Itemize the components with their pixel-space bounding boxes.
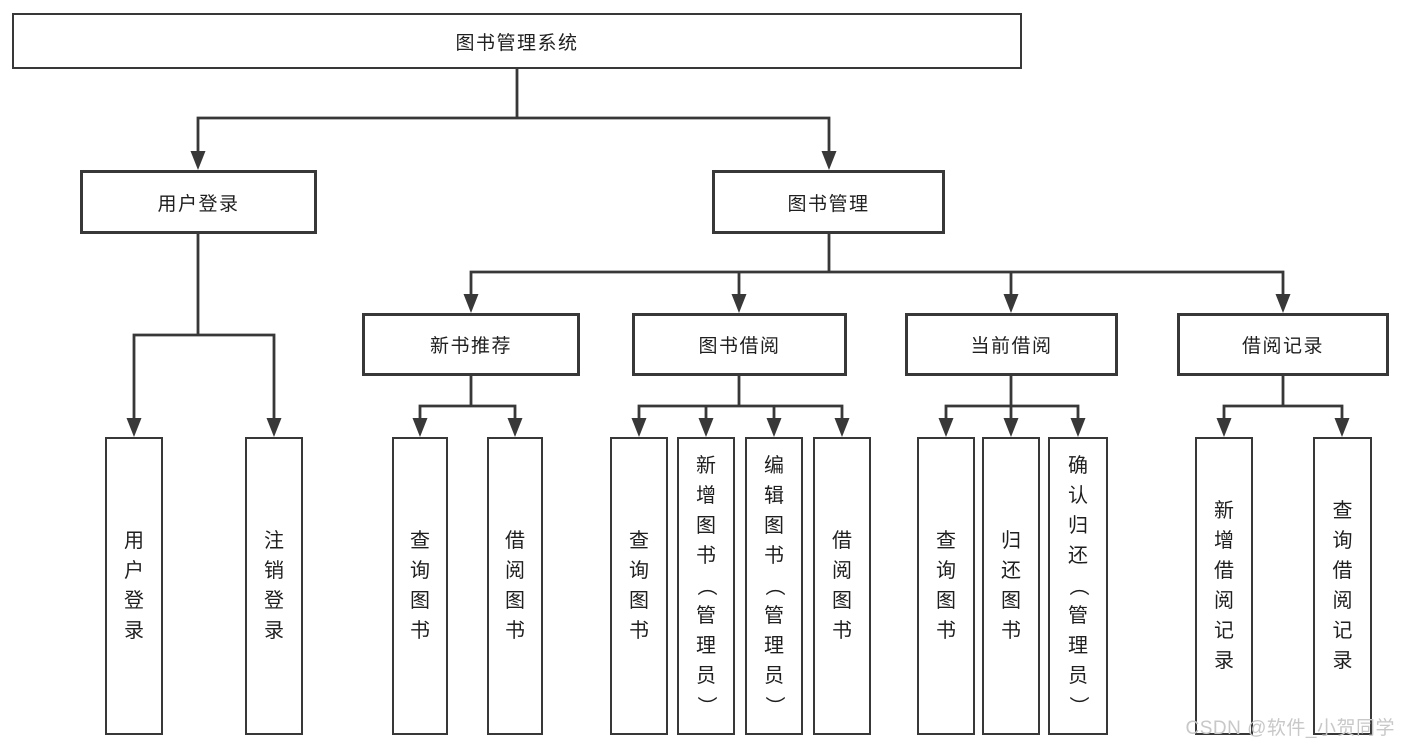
node-leaf-logout: 注销登录 xyxy=(245,437,303,735)
node-leaf-borrow-book-1: 借阅图书 xyxy=(487,437,543,735)
node-leaf-return-book: 归还图书 xyxy=(982,437,1040,735)
watermark: CSDN @软件_小贺同学 xyxy=(1185,718,1395,739)
node-label: 查询借阅记录 xyxy=(1332,500,1353,672)
node-label: 新增借阅记录 xyxy=(1214,500,1234,672)
node-label: 借阅图书 xyxy=(832,530,852,642)
node-user-login: 用户登录 xyxy=(80,170,317,234)
node-book-management: 图书管理 xyxy=(712,170,945,234)
node-label: 用户登录 xyxy=(124,530,144,642)
node-leaf-user-login: 用户登录 xyxy=(105,437,163,735)
node-leaf-edit-book: 编辑图书（管理员） xyxy=(745,437,803,735)
node-leaf-confirm-return: 确认归还（管理员） xyxy=(1048,437,1108,735)
node-label: 确认归还（管理员） xyxy=(1067,455,1089,716)
node-label: 编辑图书（管理员） xyxy=(763,455,785,716)
node-root: 图书管理系统 xyxy=(12,13,1022,69)
node-label: 注销登录 xyxy=(264,530,284,642)
node-label: 查询图书 xyxy=(410,530,430,642)
node-book-borrow: 图书借阅 xyxy=(632,313,847,376)
node-leaf-query-book-1: 查询图书 xyxy=(392,437,448,735)
node-leaf-query-book-3: 查询图书 xyxy=(917,437,975,735)
node-label: 新增图书（管理员） xyxy=(695,455,717,716)
node-leaf-add-book: 新增图书（管理员） xyxy=(677,437,735,735)
node-label: 查询图书 xyxy=(629,530,649,642)
node-leaf-add-borrow-record: 新增借阅记录 xyxy=(1195,437,1253,735)
node-leaf-query-book-2: 查询图书 xyxy=(610,437,668,735)
node-leaf-query-borrow-record: 查询借阅记录 xyxy=(1313,437,1372,735)
node-leaf-borrow-book-2: 借阅图书 xyxy=(813,437,871,735)
node-label: 归还图书 xyxy=(1001,530,1021,642)
node-label: 查询图书 xyxy=(936,530,956,642)
node-current-borrow: 当前借阅 xyxy=(905,313,1118,376)
node-new-book-recommend: 新书推荐 xyxy=(362,313,580,376)
node-borrow-record: 借阅记录 xyxy=(1177,313,1389,376)
node-label: 借阅图书 xyxy=(505,530,525,642)
